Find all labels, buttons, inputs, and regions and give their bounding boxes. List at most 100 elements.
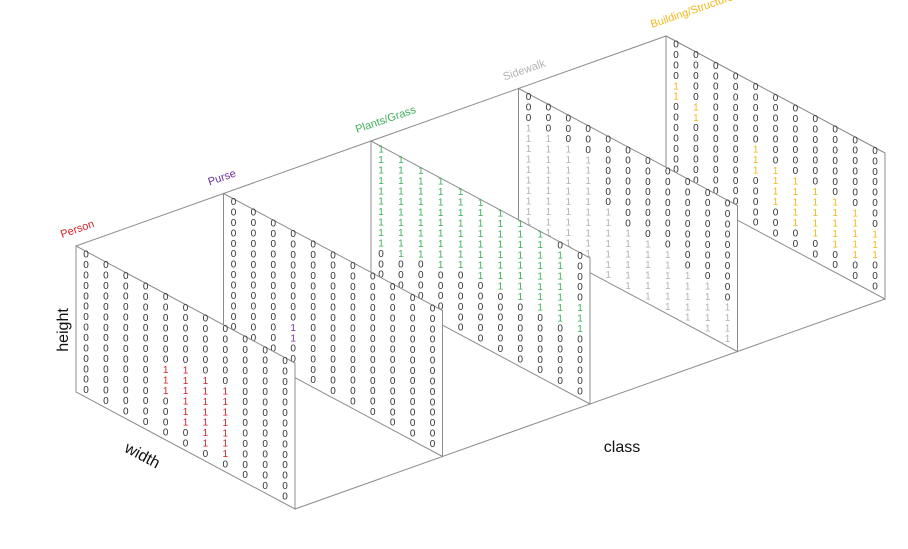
- cell-zero: 0: [725, 251, 731, 262]
- cell-zero: 0: [577, 293, 583, 304]
- cell-zero: 0: [458, 271, 464, 282]
- cell-zero: 0: [262, 481, 268, 492]
- cell-zero: 0: [438, 291, 444, 302]
- cell-one: 1: [378, 176, 384, 187]
- cell-zero: 0: [103, 312, 109, 323]
- cell-zero: 0: [163, 313, 169, 324]
- cell-one: 1: [290, 323, 296, 334]
- cell-one: 1: [753, 166, 759, 177]
- cell-one: 1: [605, 229, 611, 240]
- cell-zero: 0: [813, 239, 819, 250]
- cell-zero: 0: [83, 312, 89, 323]
- cell-one: 1: [852, 240, 858, 251]
- cell-zero: 0: [290, 250, 296, 261]
- cell-zero: 0: [390, 366, 396, 377]
- cell-one: 1: [378, 186, 384, 197]
- cell-one: 1: [585, 249, 591, 260]
- cell-zero: 0: [557, 334, 563, 345]
- cell-one: 1: [526, 165, 532, 176]
- cell-zero: 0: [557, 355, 563, 366]
- cell-one: 1: [438, 218, 444, 229]
- cell-zero: 0: [665, 167, 671, 178]
- cell-zero: 0: [370, 313, 376, 324]
- cell-one: 1: [438, 208, 444, 219]
- cell-zero: 0: [685, 177, 691, 188]
- cell-zero: 0: [83, 333, 89, 344]
- cell-zero: 0: [518, 313, 524, 324]
- cell-zero: 0: [478, 292, 484, 303]
- cell-zero: 0: [123, 323, 129, 334]
- cell-zero: 0: [183, 438, 189, 449]
- cell-zero: 0: [605, 135, 611, 146]
- cell-zero: 0: [370, 272, 376, 283]
- cell-zero: 0: [103, 281, 109, 292]
- cell-zero: 0: [713, 61, 719, 72]
- cell-zero: 0: [645, 219, 651, 230]
- cell-one: 1: [566, 207, 572, 218]
- cell-zero: 0: [271, 218, 277, 229]
- cell-zero: 0: [290, 344, 296, 355]
- cell-zero: 0: [163, 407, 169, 418]
- cell-one: 1: [585, 207, 591, 218]
- cell-zero: 0: [242, 470, 248, 481]
- cell-zero: 0: [537, 334, 543, 345]
- cell-zero: 0: [262, 418, 268, 429]
- cell-zero: 0: [290, 260, 296, 271]
- cell-zero: 0: [852, 187, 858, 198]
- cell-zero: 0: [557, 365, 563, 376]
- cell-zero: 0: [478, 281, 484, 292]
- cell-zero: 0: [872, 177, 878, 188]
- cell-zero: 0: [685, 261, 691, 272]
- cell-one: 1: [378, 165, 384, 176]
- cell-zero: 0: [852, 167, 858, 178]
- cell-zero: 0: [203, 366, 209, 377]
- cell-one: 1: [557, 292, 563, 303]
- cell-zero: 0: [418, 270, 424, 281]
- cell-one: 1: [378, 228, 384, 239]
- cell-one: 1: [398, 228, 404, 239]
- cell-zero: 0: [231, 281, 237, 292]
- cell-zero: 0: [143, 375, 149, 386]
- cell-zero: 0: [350, 334, 356, 345]
- cell-one: 1: [793, 176, 799, 187]
- cell-zero: 0: [518, 355, 524, 366]
- cell-one: 1: [546, 155, 552, 166]
- cell-one: 1: [793, 218, 799, 229]
- cell-zero: 0: [271, 229, 277, 240]
- cell-zero: 0: [350, 292, 356, 303]
- cell-zero: 0: [370, 334, 376, 345]
- cell-one: 1: [566, 239, 572, 250]
- cell-one: 1: [498, 250, 504, 261]
- cell-one: 1: [813, 198, 819, 209]
- cell-zero: 0: [518, 334, 524, 345]
- cell-zero: 0: [271, 344, 277, 355]
- cell-zero: 0: [390, 293, 396, 304]
- cell-zero: 0: [282, 356, 288, 367]
- cell-zero: 0: [430, 439, 436, 450]
- cell-one: 1: [290, 333, 296, 344]
- cell-one: 1: [537, 303, 543, 314]
- cell-one: 1: [438, 260, 444, 271]
- cell-zero: 0: [693, 50, 699, 61]
- cell-zero: 0: [310, 271, 316, 282]
- cell-zero: 0: [143, 407, 149, 418]
- cell-one: 1: [518, 230, 524, 241]
- cell-zero: 0: [793, 145, 799, 156]
- class-axis-label: class: [604, 439, 640, 456]
- cell-zero: 0: [143, 323, 149, 334]
- cell-zero: 0: [430, 335, 436, 346]
- cell-zero: 0: [123, 375, 129, 386]
- cell-zero: 0: [143, 292, 149, 303]
- cell-zero: 0: [773, 103, 779, 114]
- cell-zero: 0: [262, 366, 268, 377]
- cell-zero: 0: [262, 460, 268, 471]
- cell-zero: 0: [518, 323, 524, 334]
- cell-zero: 0: [832, 156, 838, 167]
- cell-zero: 0: [705, 209, 711, 220]
- cell-zero: 0: [310, 323, 316, 334]
- cell-one: 1: [665, 250, 671, 261]
- cell-zero: 0: [832, 250, 838, 261]
- cell-zero: 0: [498, 313, 504, 324]
- cell-zero: 0: [458, 323, 464, 334]
- cell-zero: 0: [163, 303, 169, 314]
